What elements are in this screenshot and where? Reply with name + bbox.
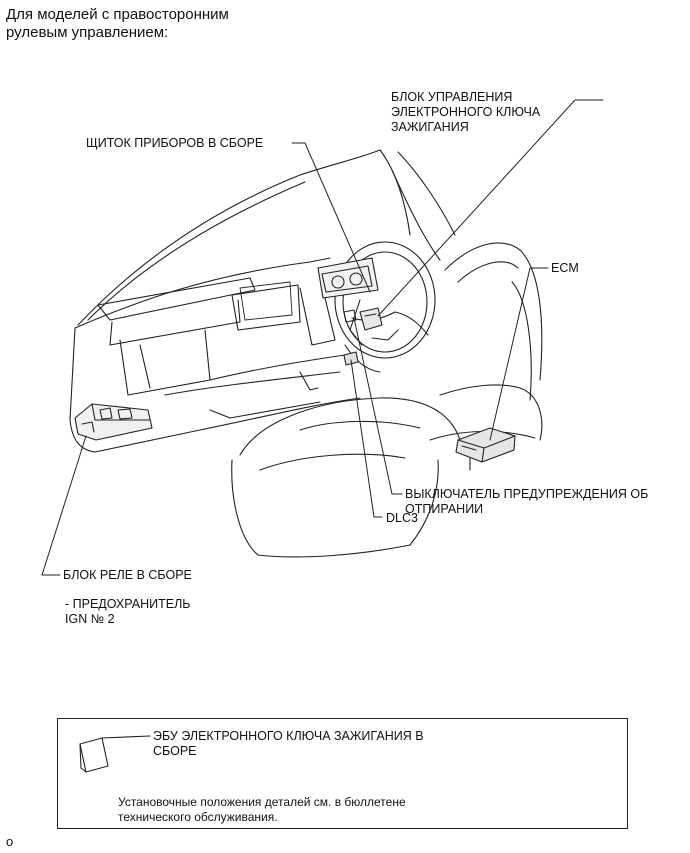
legend-note: Установочные положения деталей см. в бюл… (118, 795, 406, 825)
label-dlc3: DLC3 (386, 511, 418, 525)
label-fuse-line-2: IGN № 2 (65, 612, 115, 626)
label-unlock-warning-switch: ВЫКЛЮЧАТЕЛЬ ПРЕДУПРЕЖДЕНИЯ ОБ ОТПИРАНИИ (405, 487, 648, 517)
label-unlock-warning-line-2: ОТПИРАНИИ (405, 502, 484, 516)
label-immobilizer-ecu: БЛОК УПРАВЛЕНИЯ ЭЛЕКТРОННОГО КЛЮЧА ЗАЖИГ… (391, 90, 540, 135)
windshield-outline (77, 149, 456, 326)
label-immobilizer-ecu-line-1: БЛОК УПРАВЛЕНИЯ (391, 90, 513, 104)
relay-block-part (74, 403, 153, 441)
label-fuse-line-1: - ПРЕДОХРАНИТЕЛЬ (65, 597, 191, 611)
label-unlock-warning-line-1: ВЫКЛЮЧАТЕЛЬ ПРЕДУПРЕЖДЕНИЯ ОБ (405, 487, 649, 501)
label-ecm: ECM (551, 261, 579, 275)
page-heading: Для моделей с правосторонним рулевым упр… (6, 6, 229, 42)
leader-lines (41, 99, 604, 576)
label-immobilizer-ecu-line-3: ЗАЖИГАНИЯ (391, 120, 469, 134)
unlock-warning-switch-part (343, 309, 357, 323)
heading-line-1: Для моделей с правосторонним (6, 6, 229, 23)
legend-item-label: ЭБУ ЭЛЕКТРОННОГО КЛЮЧА ЗАЖИГАНИЯ В СБОРЕ (153, 729, 424, 759)
combination-meter-part (317, 257, 379, 299)
footer-mark: o (6, 834, 14, 849)
legend-note-line-2: технического обслуживания. (118, 810, 278, 824)
legend-item-line-2: СБОРЕ (153, 744, 197, 758)
legend-item-line-1: ЭБУ ЭЛЕКТРОННОГО КЛЮЧА ЗАЖИГАНИЯ В (153, 729, 424, 743)
dashboard-outline (69, 257, 361, 453)
label-fuse: - ПРЕДОХРАНИТЕЛЬ IGN № 2 (65, 597, 191, 627)
label-immobilizer-ecu-line-2: ЭЛЕКТРОННОГО КЛЮЧА (391, 105, 541, 119)
dlc3-part (343, 351, 359, 366)
ecm-part (455, 427, 516, 463)
heading-line-2: рулевым управлением: (6, 24, 169, 41)
immobilizer-unit-part (359, 307, 383, 331)
label-combination-meter: ЩИТОК ПРИБОРОВ В СБОРЕ (86, 136, 264, 150)
steering-wheel (334, 241, 436, 373)
seat-outline (231, 242, 543, 558)
legend-ecu-icon (79, 735, 151, 773)
legend-box (57, 718, 628, 829)
legend-note-line-1: Установочные положения деталей см. в бюл… (118, 795, 406, 809)
label-relay-block: БЛОК РЕЛЕ В СБОРЕ (63, 568, 192, 582)
